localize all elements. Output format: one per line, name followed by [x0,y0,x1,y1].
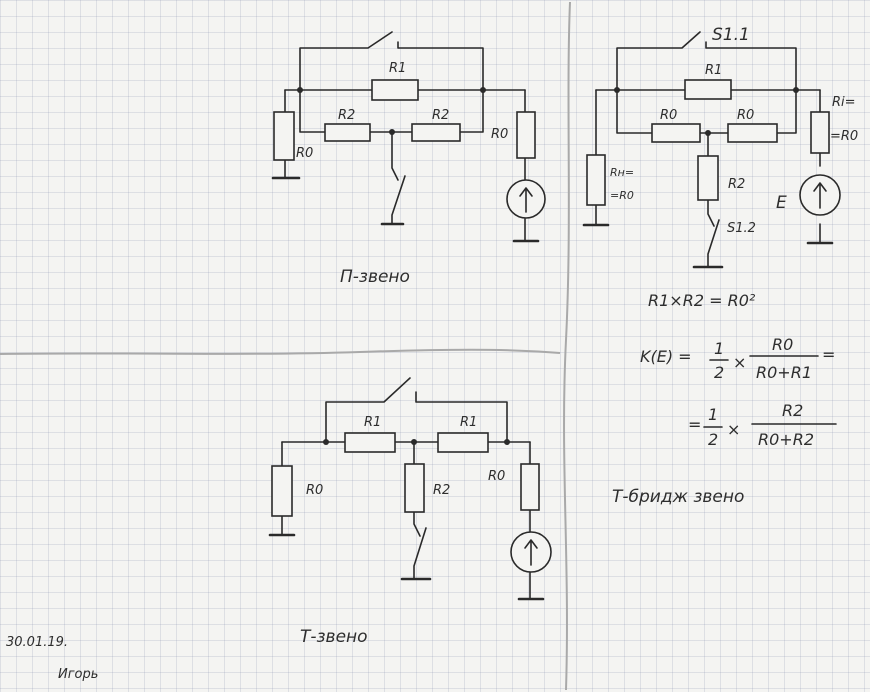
t-r2-resistor [404,463,425,513]
pi-network-circuit [271,31,546,243]
pi-r1-label: R1 [389,61,406,76]
svg-text:×: × [733,353,746,372]
pi-r0-left-label: R0 [296,146,313,161]
t-r1b-label: R1 [460,415,477,430]
pi-title: П-звено [340,267,410,287]
pi-r2a-label: R2 [338,108,355,123]
pi-r1-resistor [371,79,419,101]
equation-half2-num: 1 [708,405,718,424]
svg-text:=: = [822,345,835,364]
t-title: Т-звено [300,627,368,647]
b-r0a-resistor [651,123,701,143]
svg-text:×: × [727,420,740,439]
b-r1-resistor [684,79,732,100]
b-title: Т-бридж звено [612,487,744,507]
equation-balance: R1×R2 = R0² [648,291,756,310]
t-r1a-label: R1 [364,415,381,430]
b-ri-value-label: =R0 [830,129,858,144]
equation-half-den: 2 [714,363,724,382]
svg-text:=: = [688,415,701,434]
pi-r0-left-resistor [273,111,295,161]
b-switch-label: S1.1 [712,25,750,45]
b-r0a-label: R0 [660,108,677,123]
b-r0b-label: R0 [737,108,754,123]
equation-frac1-den: R0+R1 [756,363,812,382]
b-r2-resistor [697,155,719,201]
equation-frac2-num: R2 [782,401,803,420]
b-rn-resistor [586,154,606,206]
b-r1-label: R1 [705,63,722,78]
b-r0b-resistor [727,123,778,143]
b-source-label: E [776,193,787,213]
pi-r2b-resistor [411,123,461,142]
t-r0-left-resistor [271,465,293,517]
equation-half2-den: 2 [708,430,718,449]
pi-r0-right-resistor [516,111,536,159]
b-r2-label: R2 [728,177,745,192]
b-switch2-label: S1.2 [727,221,756,236]
equation-half-num: 1 [714,339,724,358]
b-rn-value-label: =R0 [610,189,634,202]
fold-line-horizontal [0,348,561,355]
equation-k-lhs: K(E) = [640,347,692,366]
pi-r0-right-label: R0 [491,127,508,142]
t-r1a-resistor [344,432,396,453]
equation-frac1-num: R0 [772,335,793,354]
fold-line-vertical [563,1,571,691]
t-r1b-resistor [437,432,489,453]
footer-date: 30.01.19. [6,635,68,650]
t-r2-label: R2 [433,483,450,498]
pi-r2a-resistor [324,123,371,142]
t-bridge-circuit [582,31,841,269]
t-r0-left-label: R0 [306,483,323,498]
b-ri-resistor [810,111,830,154]
b-ri-label: Ri= [832,95,856,110]
t-r0-right-label: R0 [488,469,505,484]
pi-r2b-label: R2 [432,108,449,123]
footer-author: Игорь [58,667,98,682]
b-rn-label: Rн= [610,166,634,179]
equation-frac2-den: R0+R2 [758,430,814,449]
t-r0-right-resistor [520,463,540,511]
t-network-circuit [268,377,552,601]
